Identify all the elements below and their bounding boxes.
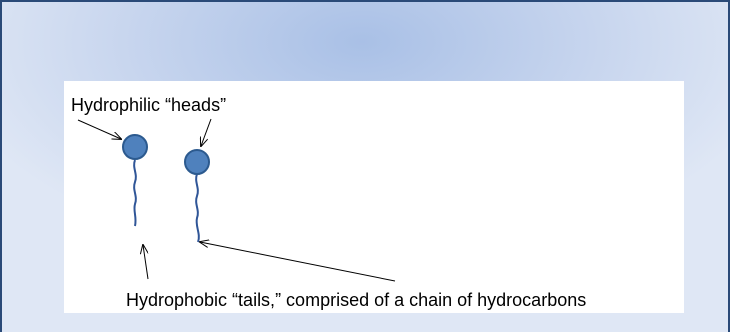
arrow-heads-1	[77, 119, 121, 139]
phospholipid-2	[184, 149, 210, 243]
arrow-tails-1	[143, 245, 149, 280]
diagram-panel	[64, 81, 684, 313]
phospholipid-1	[122, 134, 148, 227]
arrow-heads-2	[201, 118, 212, 146]
head-2	[184, 149, 210, 175]
head-1	[122, 134, 148, 160]
tail-1	[133, 159, 137, 227]
arrow-tails-2	[200, 242, 396, 282]
hydrophilic-heads-label: Hydrophilic “heads”	[71, 95, 227, 115]
tail-2	[195, 173, 200, 243]
hydrophobic-tails-label: Hydrophobic “tails,” comprised of a chai…	[126, 290, 587, 310]
